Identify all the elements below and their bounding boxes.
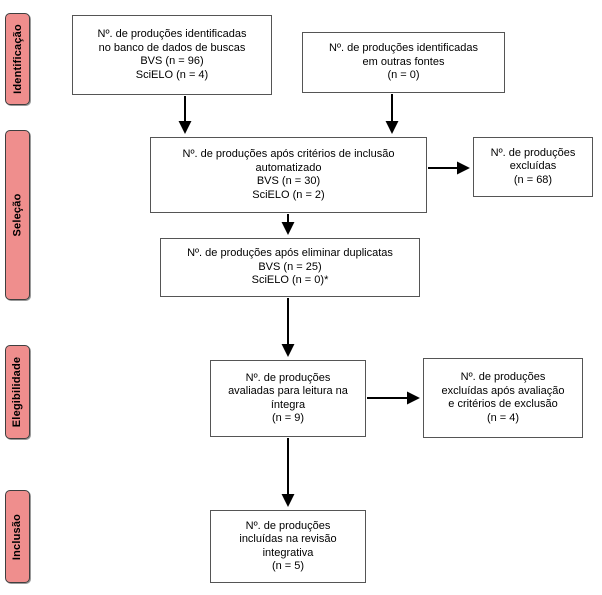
box-excluded-screening: Nº. de produções excluídas (n = 68): [473, 137, 593, 197]
stage-identificacao-label: Identificação: [11, 24, 24, 94]
stage-selecao-label: Seleção: [11, 193, 24, 237]
box-after-duplicates-removed: Nº. de produções após eliminar duplicata…: [160, 238, 420, 297]
box-excluded-eligibility: Nº. de produções excluídas após avaliaçã…: [423, 358, 583, 438]
stage-inclusao-label: Inclusão: [11, 513, 24, 560]
stage-selecao: Seleção: [5, 130, 30, 300]
stage-identificacao: Identificação: [5, 13, 30, 105]
box-after-automated-criteria: Nº. de produções após critérios de inclu…: [150, 137, 427, 213]
stage-elegibilidade: Elegibilidade: [5, 345, 30, 439]
box-identified-databases: Nº. de produções identificadas no banco …: [72, 15, 272, 95]
stage-elegibilidade-label: Elegibilidade: [11, 356, 24, 428]
box-fulltext-assessed: Nº. de produções avaliadas para leitura …: [210, 360, 366, 437]
box-identified-other-sources: Nº. de produções identificadas em outras…: [302, 32, 505, 93]
box-included-review: Nº. de produções incluídas na revisão in…: [210, 510, 366, 583]
stage-inclusao: Inclusão: [5, 490, 30, 583]
